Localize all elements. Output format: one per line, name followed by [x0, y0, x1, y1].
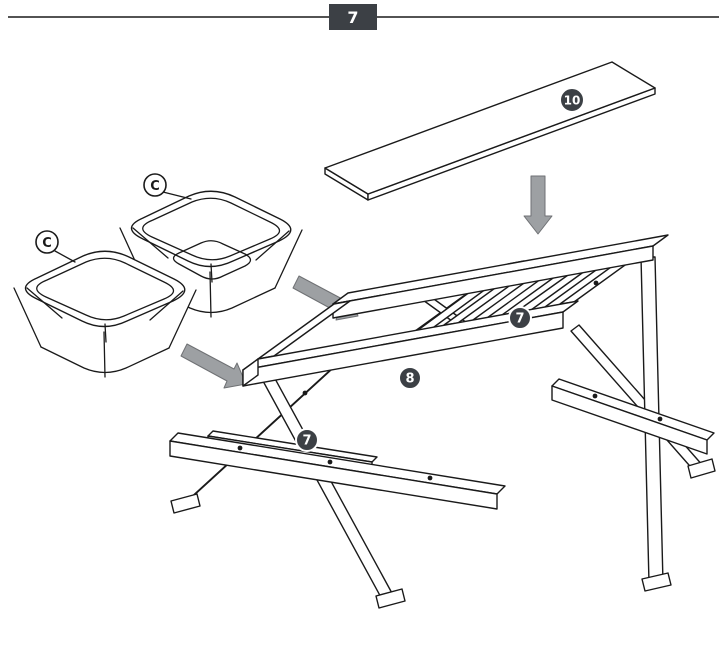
screw-hole [302, 390, 308, 396]
screw-hole [327, 459, 333, 465]
bin-front-wall-edge [103, 331, 106, 378]
callout-number: 8 [405, 372, 414, 387]
leg-foot [375, 588, 406, 609]
screw-hole [427, 475, 433, 481]
bin-back-label-group: C [143, 173, 192, 200]
back-seat-face [551, 385, 708, 455]
label-leader-line [162, 191, 192, 200]
leg-foot [170, 493, 201, 514]
callout-front-rail: 8 [398, 366, 422, 390]
step-number-box [329, 4, 377, 30]
leg-foot [687, 458, 716, 479]
tabletop-board-part: 10 [324, 61, 656, 201]
screw-hole [593, 280, 599, 286]
table-assembly: 7 8 7 [169, 234, 716, 609]
bin-back-inner-wall [255, 230, 290, 261]
callout-badge [398, 366, 422, 390]
board-top-face [324, 61, 656, 195]
bin-front-wall-edge [168, 289, 197, 349]
bin-front-base [40, 346, 170, 374]
arrow-right-down-icon [180, 343, 247, 389]
board-part-number: 10 [564, 94, 581, 108]
callout-leg-assembly: 7 [295, 428, 319, 452]
bin-front-inner-wall [26, 287, 63, 319]
bin-back-letter: C [150, 179, 160, 194]
bin-front-letter: C [42, 236, 52, 251]
board-part-badge [559, 87, 585, 113]
callout-badge [295, 428, 319, 452]
bin-front-inner-wall [104, 323, 107, 343]
step-header: 7 [8, 4, 719, 30]
callout-number: 7 [515, 312, 524, 327]
bin-back-floor [172, 240, 252, 280]
bin-front-part [13, 246, 197, 378]
arrow-down-icon [523, 175, 553, 235]
screw-hole [592, 393, 598, 399]
bin-front-label-group: C [35, 230, 76, 263]
callout-center-support: 7 [508, 306, 532, 330]
label-leader-line [54, 250, 76, 263]
screw-hole [657, 416, 663, 422]
bin-front-letter-badge [35, 230, 59, 254]
leg-foot [641, 572, 672, 592]
callout-number: 7 [302, 434, 311, 449]
bin-back-rim-inner [142, 197, 281, 261]
callout-badge [508, 306, 532, 330]
front-seat-face [169, 440, 498, 510]
step-number: 7 [347, 8, 358, 27]
bin-back-letter-badge [143, 173, 167, 197]
bin-back-wall-edge [274, 229, 303, 289]
screw-hole [237, 445, 243, 451]
bin-back-inner-wall [132, 227, 169, 259]
front-rail-end [242, 358, 259, 387]
bin-front-rim-inner [36, 257, 175, 321]
bin-back-base [146, 286, 276, 314]
bin-front-wall-edge [13, 287, 42, 348]
bin-front-inner-wall [149, 290, 184, 321]
